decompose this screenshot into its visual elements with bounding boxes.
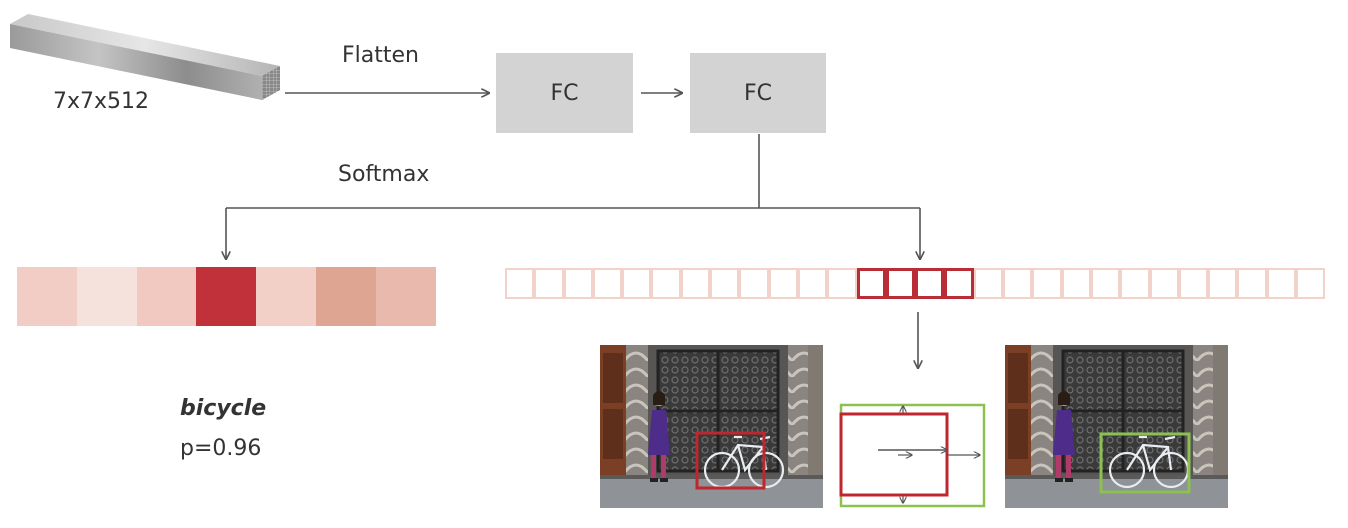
fc-layer-2: FC: [690, 53, 826, 133]
box-coord-cell-highlighted: [856, 268, 886, 299]
feature-map-label: 7x7x512: [53, 89, 150, 114]
class-score-cell: [256, 267, 316, 326]
box-coord-cell: [1208, 268, 1238, 299]
refined-box: [1099, 432, 1191, 494]
feature-map-volume: [10, 14, 280, 100]
box-coord-cell: [1266, 268, 1297, 299]
box-coord-cell: [739, 268, 769, 299]
class-score-cell: [375, 267, 436, 326]
box-coord-cell: [622, 268, 652, 299]
box-coord-cell: [797, 268, 828, 299]
proposal-box: [695, 431, 766, 490]
box-coord-cell: [1296, 268, 1326, 299]
box-coord-cell: [563, 268, 593, 299]
box-coord-cell: [1061, 268, 1091, 299]
fc-layer-1: FC: [496, 53, 633, 133]
box-coord-cell: [680, 268, 711, 299]
output-photo: [1005, 345, 1228, 508]
flatten-label: Flatten: [342, 43, 419, 68]
input-photo: [600, 345, 823, 508]
box-coord-cell: [592, 268, 623, 299]
box-coord-cell: [710, 268, 740, 299]
class-score-cell: [315, 267, 376, 326]
box-coord-cell: [1120, 268, 1150, 299]
box-coord-cell: [534, 268, 564, 299]
box-coord-cell-highlighted: [915, 268, 945, 299]
box-coord-cell: [768, 268, 798, 299]
predicted-class: bicycle: [180, 396, 267, 421]
box-coord-cell: [1149, 268, 1179, 299]
box-refinement-diagram: [839, 403, 986, 508]
box-coord-cell-highlighted: [944, 268, 974, 299]
box-coord-cell: [827, 268, 857, 299]
class-score-cell: [76, 267, 137, 326]
class-scores-vector: [17, 267, 436, 326]
class-score-cell: [136, 267, 197, 326]
box-coord-cell: [1237, 268, 1267, 299]
softmax-label: Softmax: [338, 162, 430, 187]
proposal-box-outline: [839, 412, 949, 497]
box-coord-cell: [1003, 268, 1033, 299]
box-coord-cell: [1032, 268, 1062, 299]
fc-layer-2-label: FC: [743, 80, 772, 106]
box-coord-cell: [973, 268, 1004, 299]
fc-layer-1-label: FC: [550, 80, 579, 106]
box-coord-cell: [651, 268, 681, 299]
box-coord-cell: [1178, 268, 1209, 299]
box-regression-vector: [505, 268, 1326, 299]
class-score-cell-highlighted: [196, 267, 257, 326]
box-coord-cell: [505, 268, 535, 299]
predicted-probability: p=0.96: [180, 436, 262, 461]
class-score-cell: [17, 267, 77, 326]
box-coord-cell-highlighted: [885, 268, 916, 299]
box-coord-cell: [1090, 268, 1121, 299]
